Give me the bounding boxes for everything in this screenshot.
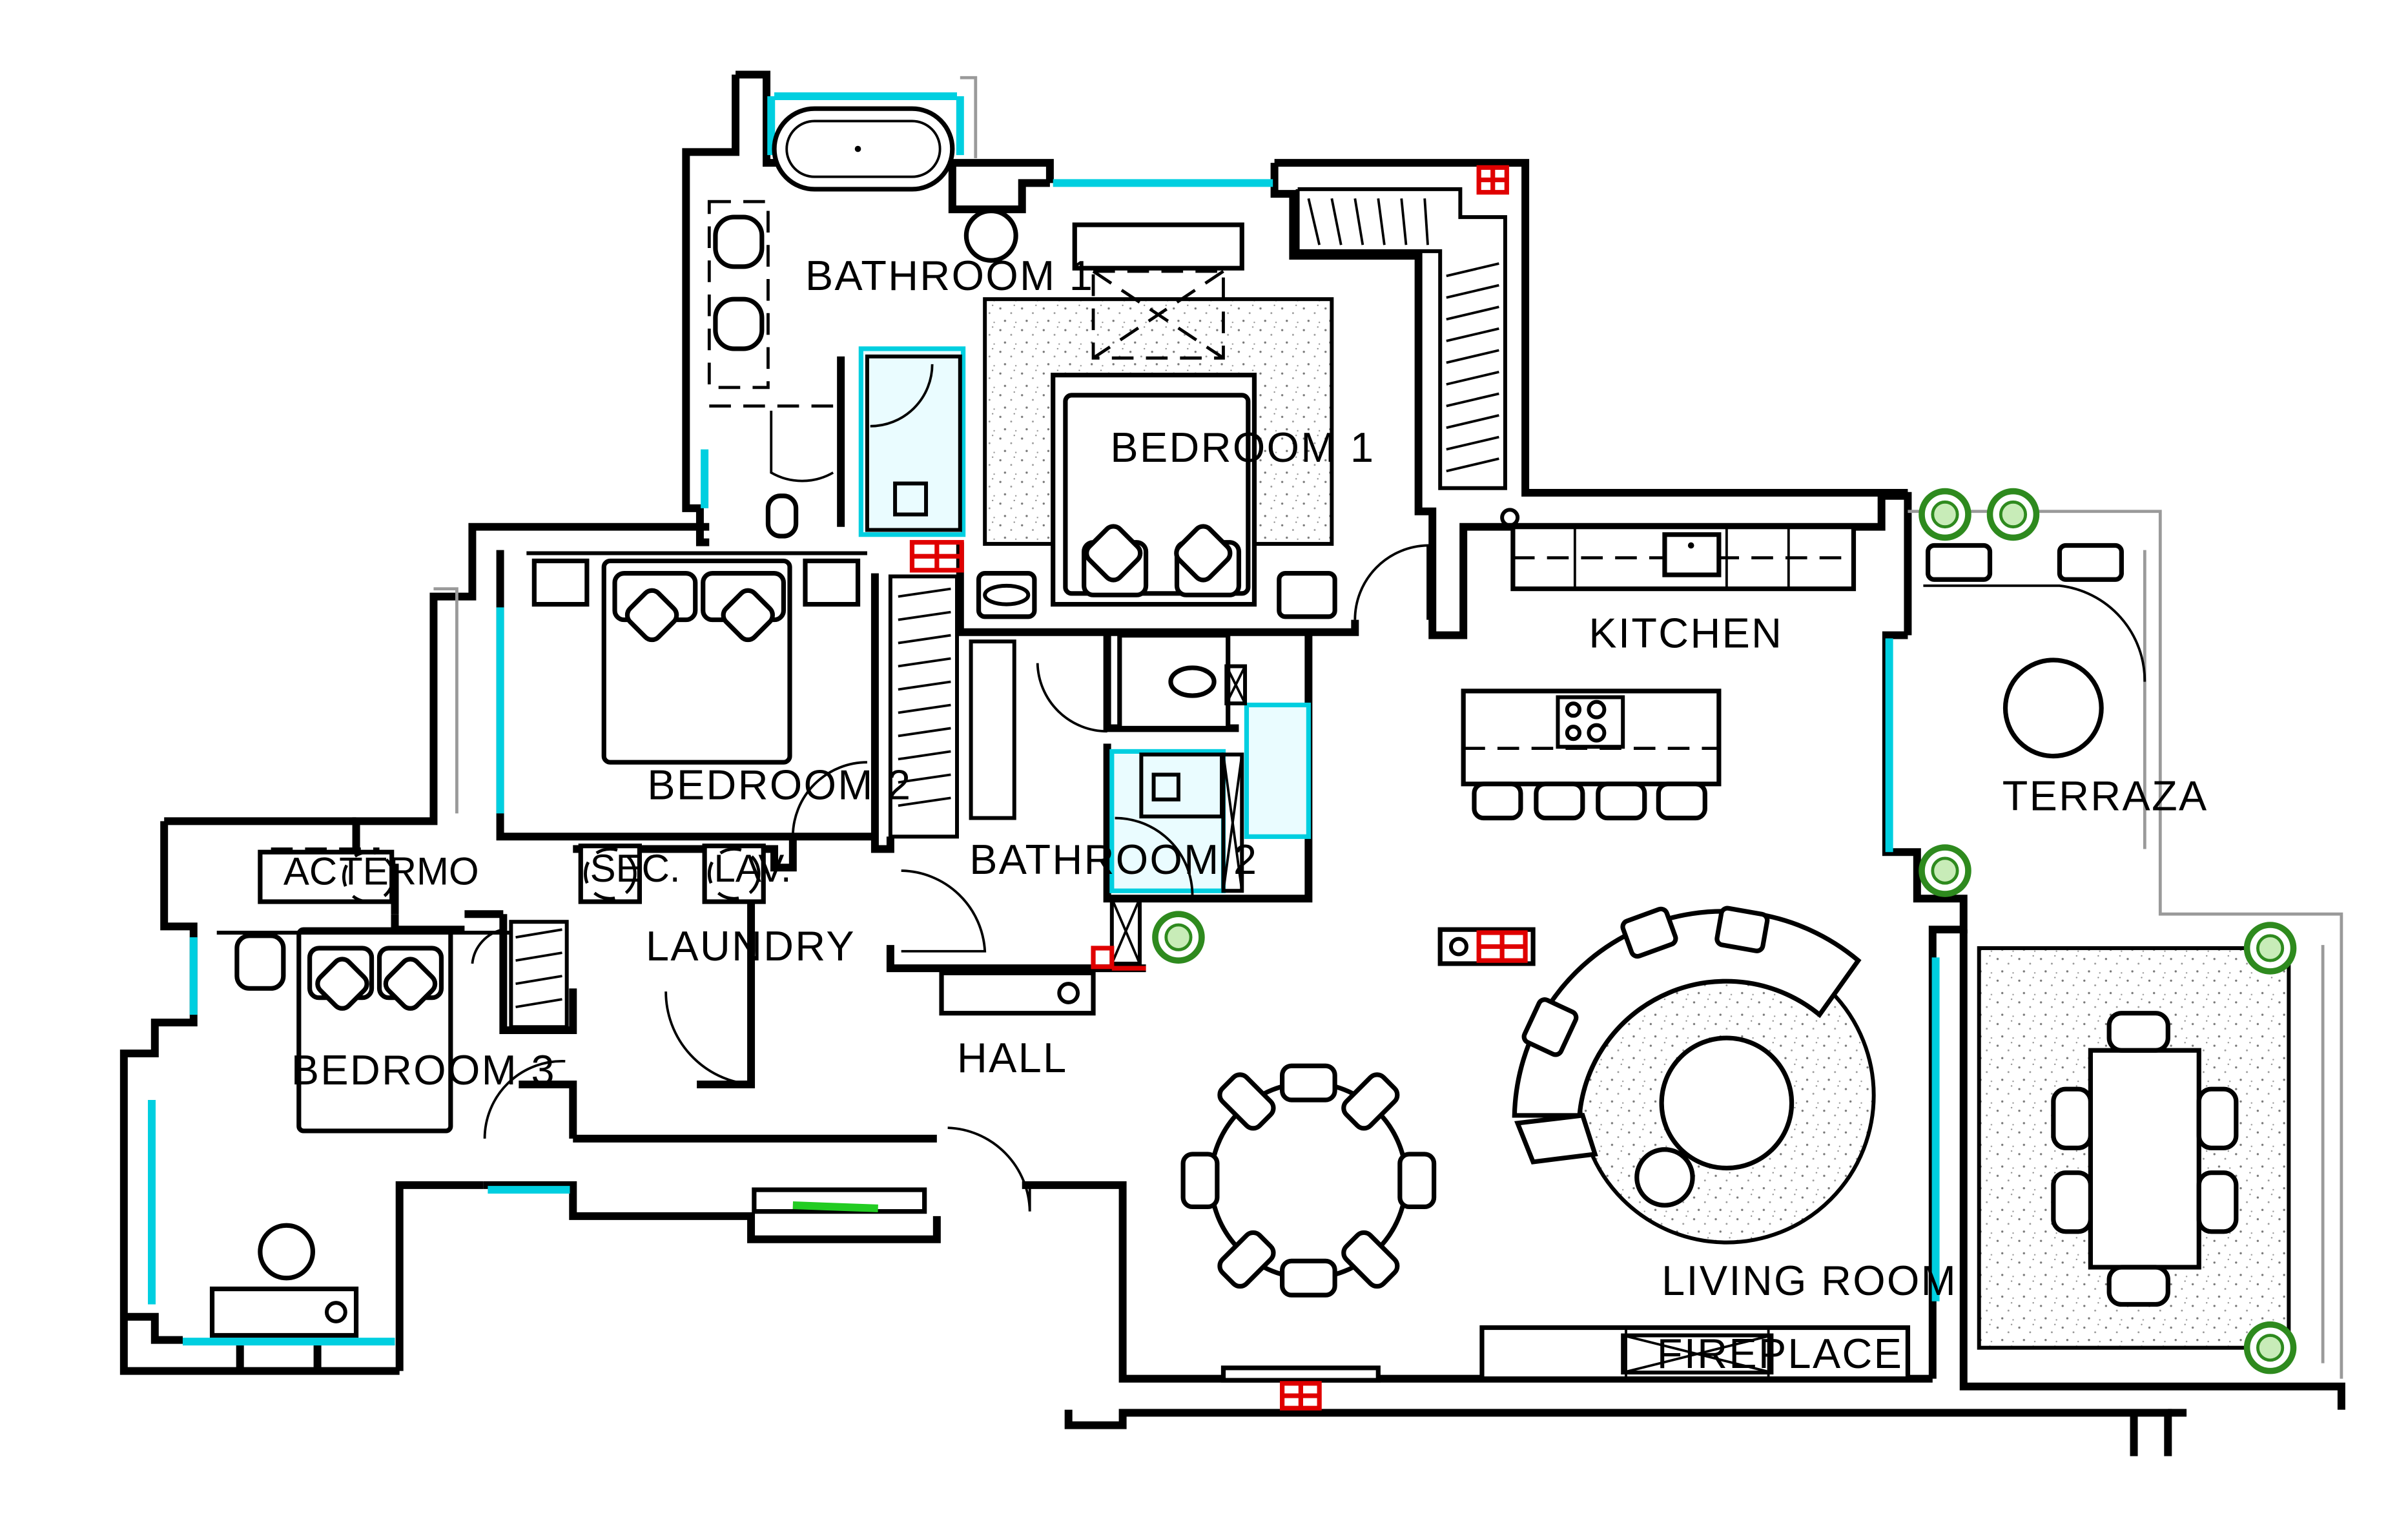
bathroom-1-fixtures bbox=[707, 106, 1018, 539]
bedroom-3-furniture bbox=[209, 847, 511, 1338]
label-fireplace: FIREPLACE bbox=[1657, 1330, 1903, 1377]
label-bathroom-2: BATHROOM 2 bbox=[969, 836, 1258, 883]
label-bedroom-3: BEDROOM 3 bbox=[291, 1046, 556, 1093]
label-sec: SEC. bbox=[590, 847, 681, 890]
label-laundry: LAUNDRY bbox=[646, 922, 856, 969]
label-bedroom-1: BEDROOM 1 bbox=[1110, 424, 1375, 471]
living-room-furniture bbox=[752, 906, 1911, 1411]
bedroom-2-furniture bbox=[526, 540, 964, 839]
plants bbox=[1152, 488, 2297, 1374]
bedroom-1-furniture bbox=[976, 165, 1509, 619]
label-bathroom-1: BATHROOM 1 bbox=[805, 252, 1094, 299]
walls bbox=[119, 70, 2345, 1456]
kitchen-fixtures bbox=[1437, 508, 1857, 966]
label-lav: LAV. bbox=[714, 847, 792, 890]
doors bbox=[471, 410, 1429, 1212]
label-hall: HALL bbox=[957, 1034, 1068, 1081]
label-kitchen: KITCHEN bbox=[1589, 610, 1783, 657]
room-labels: BATHROOM 1 BEDROOM 1 BEDROOM 2 BEDROOM 3… bbox=[283, 252, 2208, 1377]
label-termo: TERMO bbox=[339, 850, 479, 893]
label-ac: AC bbox=[283, 850, 337, 893]
label-terraza: TERRAZA bbox=[2002, 772, 2208, 820]
label-bedroom-2: BEDROOM 2 bbox=[647, 762, 912, 809]
terrace-furniture bbox=[1923, 543, 2291, 1350]
bathroom-2-fixtures bbox=[509, 632, 1248, 1030]
label-living-room: LIVING ROOM bbox=[1662, 1257, 1957, 1304]
